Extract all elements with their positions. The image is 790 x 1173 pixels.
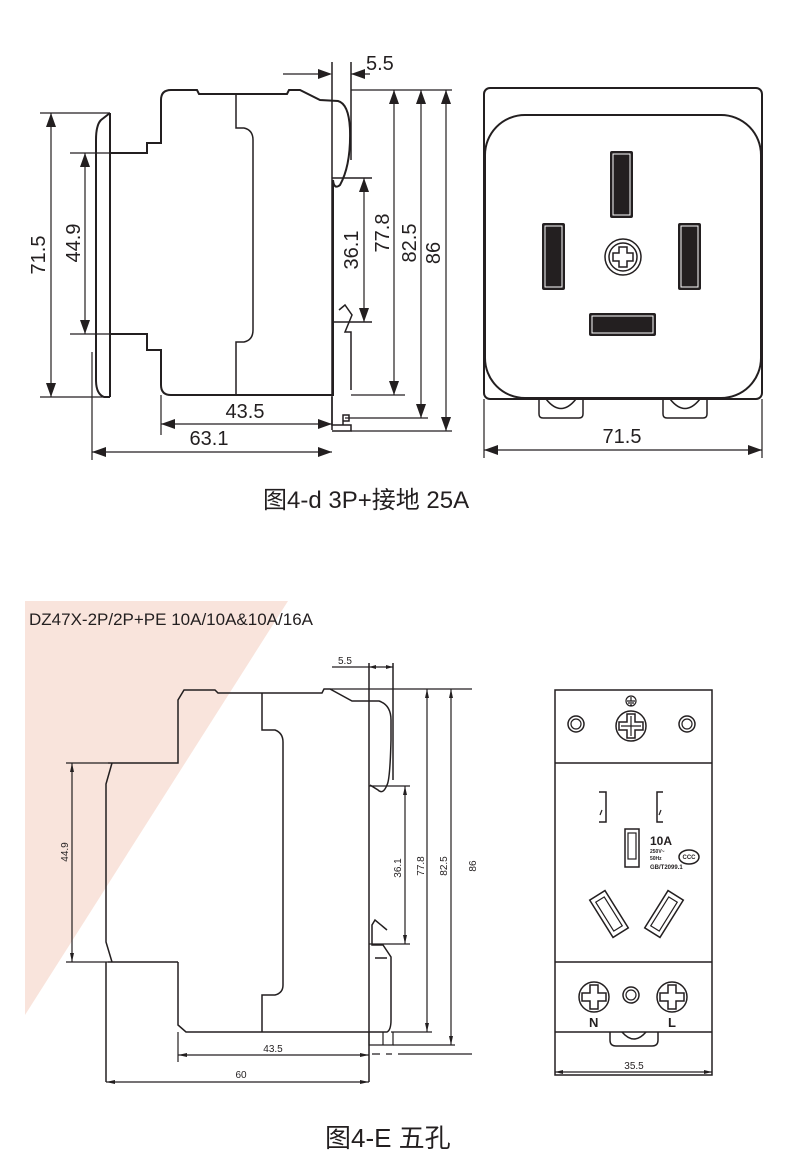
- dim-label-77-8: 77.8: [372, 214, 394, 253]
- dim-label-86-bottom: 86: [468, 860, 479, 872]
- terminal-label-n: N: [589, 1015, 598, 1030]
- figure-caption-bottom: 图4-E 五孔: [325, 1123, 451, 1153]
- dim-label-63-1: 63.1: [190, 428, 229, 450]
- standard-label: GB/T2099.1: [650, 865, 683, 871]
- dim-label-82-5: 82.5: [399, 224, 421, 263]
- slot-left: [542, 223, 565, 290]
- top-ext-lines: [40, 73, 452, 460]
- dim-label-35-5: 35.5: [624, 1061, 644, 1072]
- angled-slot-right: [643, 889, 685, 939]
- rating-label: 10A: [650, 834, 672, 848]
- figure-caption-top: 图4-d 3P+接地 25A: [263, 487, 470, 514]
- spec-voltage: 250V~: [650, 849, 665, 855]
- bottom-inner-step: [261, 693, 284, 1032]
- bottom-front-edge: [105, 762, 113, 963]
- dim-label-60: 60: [235, 1070, 247, 1081]
- dim-label-5-5-top: 5.5: [366, 53, 394, 75]
- svg-text:CCC: CCC: [683, 855, 697, 861]
- twopin-slot-right: [656, 791, 663, 823]
- top-body-outline: [110, 89, 352, 396]
- model-label: DZ47X-2P/2P+PE 10A/10A&10A/16A: [29, 610, 313, 629]
- terminal-screw-n-icon: [578, 981, 610, 1013]
- mount-hole-right: [678, 715, 696, 733]
- top-clip-hook: [338, 303, 353, 390]
- angled-slot-left: [588, 889, 630, 939]
- top-mount-tab-left: [538, 398, 584, 419]
- top-front-plate: [95, 112, 111, 398]
- earth-terminal-screw-icon: [615, 710, 647, 742]
- top-rail-foot: [331, 397, 352, 432]
- bottom-ext-lines: [177, 666, 472, 1062]
- center-hole: [622, 986, 640, 1004]
- bottom-mount-tab: [609, 1031, 659, 1047]
- terminal-screw-l-icon: [656, 981, 688, 1013]
- slot-bottom: [589, 313, 656, 336]
- dim-label-36-1: 36.1: [341, 231, 363, 270]
- dim-label-71-5: 71.5: [28, 236, 50, 275]
- top-mount-tab-right: [662, 398, 708, 419]
- dim-label-36-1-bottom: 36.1: [393, 858, 404, 878]
- twopin-slot-left: [599, 791, 607, 823]
- top-clip-ext: [332, 177, 372, 323]
- spec-frequency: 50Hz: [650, 856, 662, 862]
- top-inner-step: [235, 94, 254, 395]
- terminal-label-l: L: [668, 1015, 676, 1030]
- dim-label-44-9-bottom: 44.9: [60, 842, 71, 862]
- dim-label-43-5-bottom: 43.5: [263, 1044, 283, 1055]
- dim-label-5-5-bottom: 5.5: [338, 656, 352, 667]
- screw-icon: [604, 238, 642, 276]
- dim-label-44-9: 44.9: [63, 224, 85, 263]
- dim-label-86: 86: [423, 242, 445, 264]
- bottom-rail-foot: [368, 1032, 394, 1046]
- dim-label-71-5-front: 71.5: [603, 426, 642, 448]
- top-front-face: [484, 114, 762, 399]
- earth-slot: [624, 828, 640, 868]
- bottom-body-top: [108, 688, 392, 793]
- earth-symbol-icon: [625, 695, 637, 707]
- accent-triangle: [25, 601, 288, 1015]
- ccc-mark-icon: CCC: [678, 849, 700, 865]
- dim-label-77-8-bottom: 77.8: [416, 856, 427, 876]
- bottom-body-bottom: [177, 918, 392, 1033]
- dim-label-43-5: 43.5: [226, 401, 265, 423]
- bottom-front-frame: [554, 689, 713, 1076]
- dim-label-82-5-bottom: 82.5: [439, 856, 450, 876]
- mount-hole-left: [567, 715, 585, 733]
- slot-top: [610, 151, 633, 218]
- slot-right: [678, 223, 701, 290]
